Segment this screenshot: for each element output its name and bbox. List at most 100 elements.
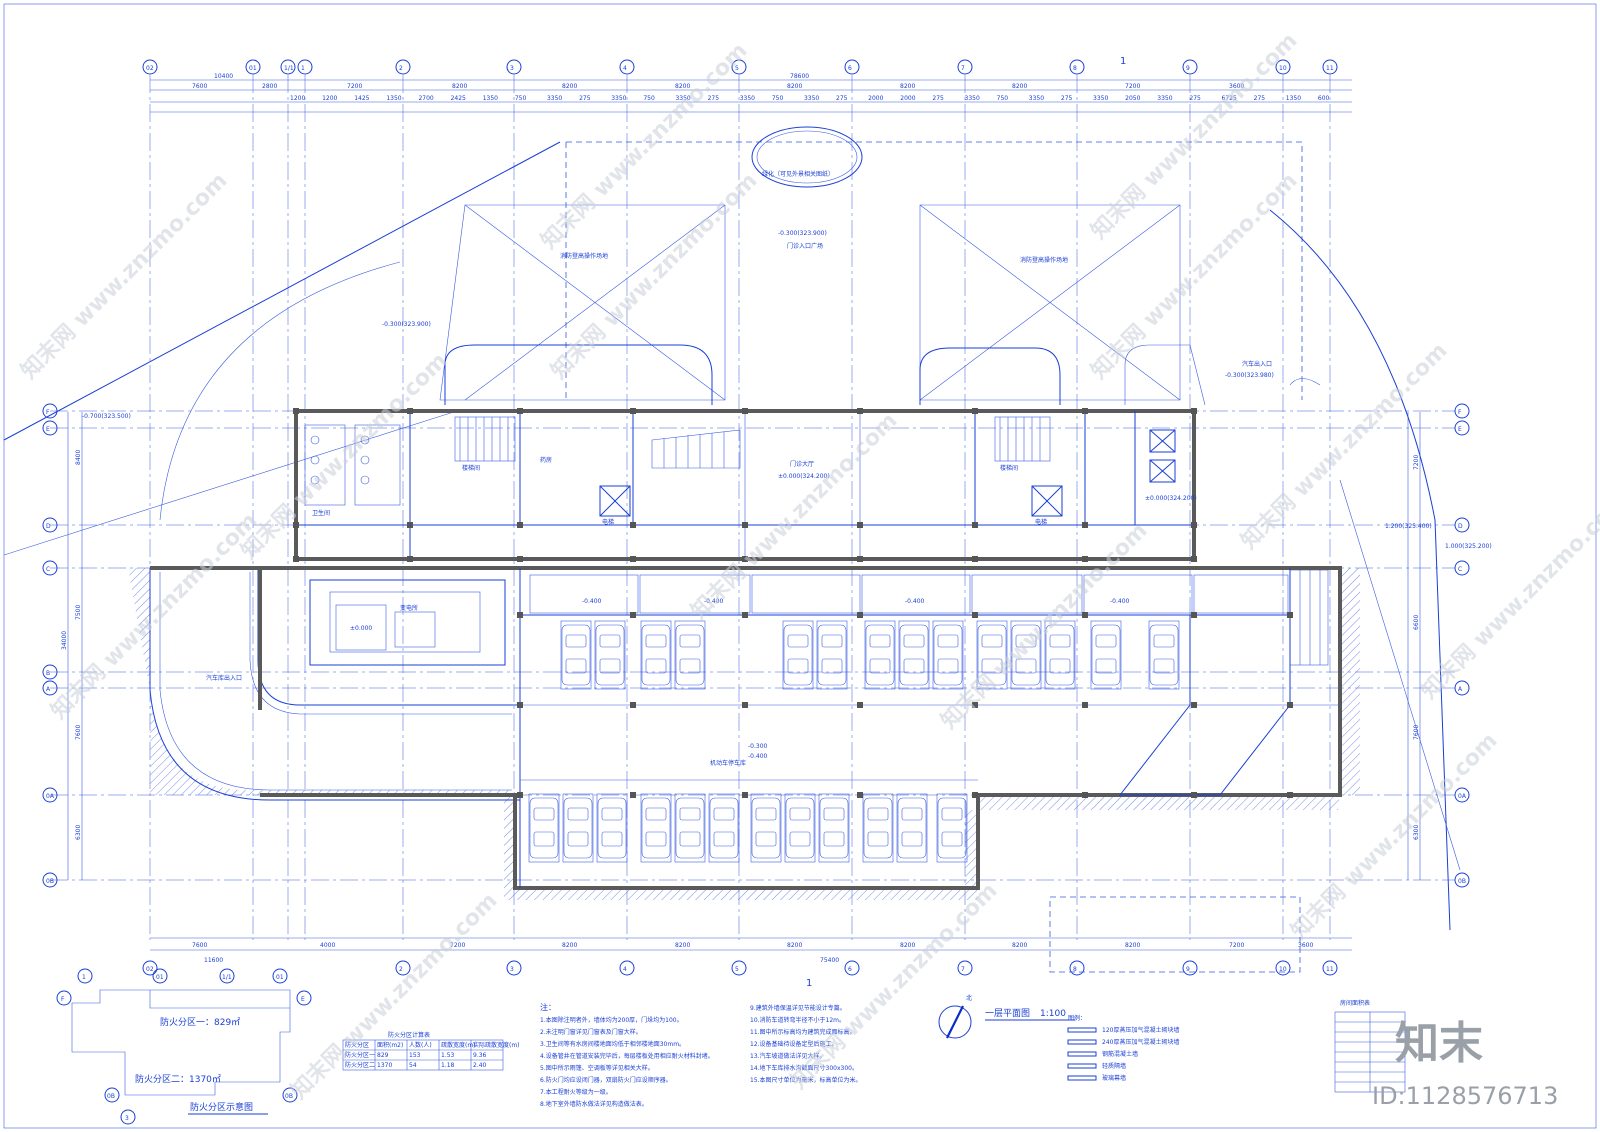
dim-bottom-row: 8200 [900,942,915,949]
parking-car [862,793,894,863]
dim-top-row2: 8200 [1012,83,1027,90]
stats-cell: 829 [377,1052,389,1059]
elev-garage-room2: -0.400 [704,598,724,605]
room-stats-table: 房间面积表 [1334,999,1406,1093]
note-item: 8.地下室外墙防水做法详见构造做法表。 [540,1100,648,1108]
dim-top-overall-left: 10400 [214,73,233,80]
grid-label-top: 1/1 [284,65,294,72]
elev-east-top: -0.300(323.980) [1225,372,1274,379]
dim-top-row3: 2050 [1125,95,1140,102]
dim-top-row3: 275 [708,95,720,102]
parking-car [708,793,740,863]
dim-bottom-row: 3600 [1298,942,1313,949]
grid-label-top: 3 [510,65,514,72]
stats-header: 防火分区 [345,1041,369,1049]
dim-left-part: 7600 [75,725,82,740]
dim-top-row3: 2425 [451,95,466,102]
dim-top-row3: 1425 [354,95,369,102]
dim-top-row3: 750 [643,95,655,102]
grid-bubble-bottom [619,960,635,976]
legend: 图例： 120厚蒸压加气混凝土砌块墙240厚蒸压加气混凝土砌块墙钢筋混凝土墙轻质… [1067,1014,1179,1082]
stats-header: 实际疏散宽度(m) [473,1041,520,1049]
fire-zone-title: 防火分区示意图 [190,1101,253,1113]
dim-top-row3: 1350 [483,95,498,102]
dim-top-row3: 750 [997,95,1009,102]
stats-cell: 防火分区二 [345,1061,375,1069]
elev-east-c: 1.000(325.200) [1445,543,1492,550]
note-item: 9.建筑外墙保温详见节能设计专篇。 [750,1004,846,1012]
parking-car [1090,620,1122,690]
label-pharmacy: 药房 [540,456,552,464]
site-plaza: 消防登高操作场地 消防登高操作场地 门诊入口广场 -0.300(323.900)… [3,126,1492,931]
stats-cell: 153 [409,1052,421,1059]
legend-title: 图例： [1068,1014,1086,1022]
grid-label-left: A [46,686,51,693]
dim-bottom-row: 8200 [1012,942,1027,949]
stats-header: 疏散宽度(m) [441,1041,476,1049]
notes-title: 注： [540,1002,556,1012]
parking-car [932,620,964,690]
dim-right-part: 6600 [1413,615,1420,630]
svg-text:知末网 www.znzmo.com: 知末网 www.znzmo.com [1286,728,1503,945]
future-area-outline [1049,896,1301,973]
elev-garage2: -0.300 [748,743,768,750]
grid-bubble-left [42,560,58,576]
dim-top-row2: 2800 [262,83,277,90]
grid-bubble-right [1454,517,1470,533]
top-dimension-lines [150,79,1352,113]
stats-cell: 1370 [377,1062,392,1069]
grid-label-left: D [46,523,51,530]
grid-label-right: A [1458,686,1463,693]
svg-text:知末网 www.znzmo.com: 知末网 www.znzmo.com [936,518,1153,735]
dim-left-part: 8400 [75,450,82,465]
grid-label-bottom: 9 [1186,966,1190,973]
dim-top-row3: 2000 [900,95,915,102]
grid-label-top: 01 [249,65,257,72]
grid-bubble-bottom [506,960,522,976]
svg-text:1: 1 [82,974,86,981]
parking-car [560,620,592,690]
grid-bubble-bottom [1182,960,1198,976]
dim-right-part: 6300 [1413,825,1420,840]
grid-label-left: B [46,670,50,677]
parking-car [594,620,626,690]
watermark-layer: 知末网 www.znzmo.com 知末网 www.znzmo.com 知末网 ww… [16,28,1600,1105]
label-fire-lane-right: 消防登高操作场地 [1020,256,1068,264]
parking-car [1010,620,1042,690]
svg-text:知末网 www.znzmo.com: 知末网 www.znzmo.com [16,168,233,385]
stats-table: 防火分区计算表 防火分区面积(m2)人数(人)疏散宽度(m)实际疏散宽度(m)防… [342,1031,520,1071]
parking-car [1044,620,1076,690]
dim-top-row3: 275 [836,95,848,102]
grid-label-bottom: 10 [1279,966,1287,973]
elev-lobby: ±0.000(324.200) [778,473,830,480]
dim-top-row3: 275 [579,95,591,102]
dim-bottom-row: 7600 [192,942,207,949]
dim-top-row3: 3350 [1029,95,1044,102]
grid-bubble-top [1275,59,1291,75]
parking-car [818,793,850,863]
dim-top-row3: 3350 [1157,95,1172,102]
dim-bottom-row: 8200 [1125,942,1140,949]
grid-bubble-bottom [844,960,860,976]
dim-top-row3: 1350 [386,95,401,102]
stats-cell: 1.18 [441,1062,455,1069]
grid-bubble-top [506,59,522,75]
dim-top-row3: 275 [1254,95,1266,102]
dim-bottom-overall-left: 11600 [204,957,223,964]
label-lobby: 门诊大厅 [790,460,814,468]
parking-car [562,793,594,863]
grid-bubble-bottom [1322,960,1338,976]
dim-right-part: 7600 [1413,725,1420,740]
label-stair-west: 楼梯间 [462,464,480,472]
elev-garage-room3: -0.400 [905,598,925,605]
grid-label-left: E [46,426,50,433]
dim-left-part: 7500 [75,605,82,620]
legend-item: 240厚蒸压加气混凝土砌块墙 [1102,1038,1179,1046]
dim-top-row2: 8200 [675,83,690,90]
dim-top-row2: 8200 [452,83,467,90]
label-right-entry: 汽车出入口 [1242,360,1272,368]
dim-bottom-row: 7200 [450,942,465,949]
grid-bubble-left [42,420,58,436]
grid-bubble-top [142,59,158,75]
